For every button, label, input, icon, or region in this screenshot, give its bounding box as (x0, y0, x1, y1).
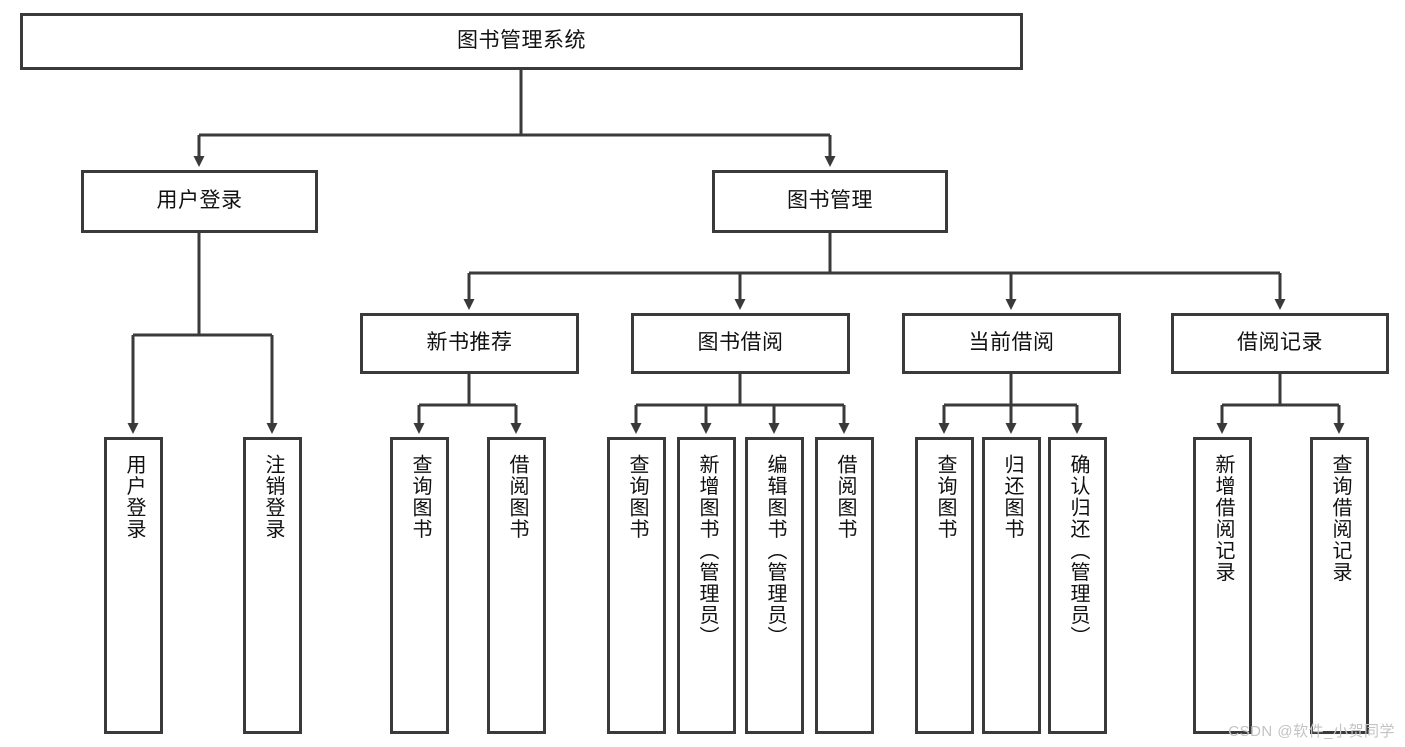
node-book-management[interactable]: 图书管理 (712, 170, 948, 233)
node-leaf-query-book-current[interactable]: 查询图书 (915, 437, 974, 734)
node-leaf-edit-book-admin-label: 编辑图书（管理员） (764, 454, 786, 648)
node-login-label: 用户登录 (156, 189, 243, 213)
node-login[interactable]: 用户登录 (81, 170, 318, 233)
node-leaf-edit-book-admin[interactable]: 编辑图书（管理员） (745, 437, 804, 734)
node-leaf-return-book-label: 归还图书 (1001, 454, 1023, 540)
node-leaf-confirm-return-admin-label: 确认归还（管理员） (1067, 454, 1089, 648)
node-leaf-query-borrow-record[interactable]: 查询借阅记录 (1310, 437, 1369, 734)
node-borrow-records-label: 借阅记录 (1237, 331, 1323, 355)
node-leaf-borrow-book[interactable]: 借阅图书 (815, 437, 874, 734)
node-leaf-add-borrow-record-label: 新增借阅记录 (1212, 454, 1234, 583)
node-leaf-borrow-book-new-label: 借阅图书 (506, 454, 528, 540)
node-leaf-add-book-admin[interactable]: 新增图书（管理员） (677, 437, 736, 734)
node-leaf-confirm-return-admin[interactable]: 确认归还（管理员） (1048, 437, 1107, 734)
node-leaf-query-book-borrow[interactable]: 查询图书 (607, 437, 666, 734)
node-leaf-return-book[interactable]: 归还图书 (982, 437, 1041, 734)
node-book-borrow[interactable]: 图书借阅 (631, 313, 850, 374)
node-leaf-user-logout-label: 注销登录 (262, 454, 284, 540)
node-leaf-user-login-label: 用户登录 (123, 454, 145, 540)
node-book-borrow-label: 图书借阅 (697, 331, 784, 355)
node-root[interactable]: 图书管理系统 (20, 13, 1023, 70)
node-current-borrow-label: 当前借阅 (968, 331, 1055, 355)
node-leaf-borrow-book-new[interactable]: 借阅图书 (487, 437, 546, 734)
node-current-borrow[interactable]: 当前借阅 (902, 313, 1121, 374)
node-new-book-recommend[interactable]: 新书推荐 (360, 313, 579, 374)
node-leaf-add-borrow-record[interactable]: 新增借阅记录 (1193, 437, 1252, 734)
node-leaf-query-borrow-record-label: 查询借阅记录 (1329, 454, 1351, 583)
node-leaf-query-book-new-label: 查询图书 (409, 454, 431, 540)
node-leaf-user-login[interactable]: 用户登录 (104, 437, 163, 734)
node-book-management-label: 图书管理 (787, 189, 873, 213)
node-leaf-query-book-current-label: 查询图书 (934, 454, 956, 540)
node-leaf-add-book-admin-label: 新增图书（管理员） (696, 454, 718, 648)
node-root-label: 图书管理系统 (457, 29, 586, 53)
node-new-book-recommend-label: 新书推荐 (426, 331, 513, 355)
watermark-text: CSDN @软件_小贺同学 (1228, 723, 1395, 740)
node-leaf-query-book-new[interactable]: 查询图书 (390, 437, 449, 734)
node-leaf-borrow-book-label: 借阅图书 (834, 454, 856, 540)
node-leaf-query-book-borrow-label: 查询图书 (626, 454, 648, 540)
node-leaf-user-logout[interactable]: 注销登录 (243, 437, 302, 734)
node-borrow-records[interactable]: 借阅记录 (1171, 313, 1389, 374)
